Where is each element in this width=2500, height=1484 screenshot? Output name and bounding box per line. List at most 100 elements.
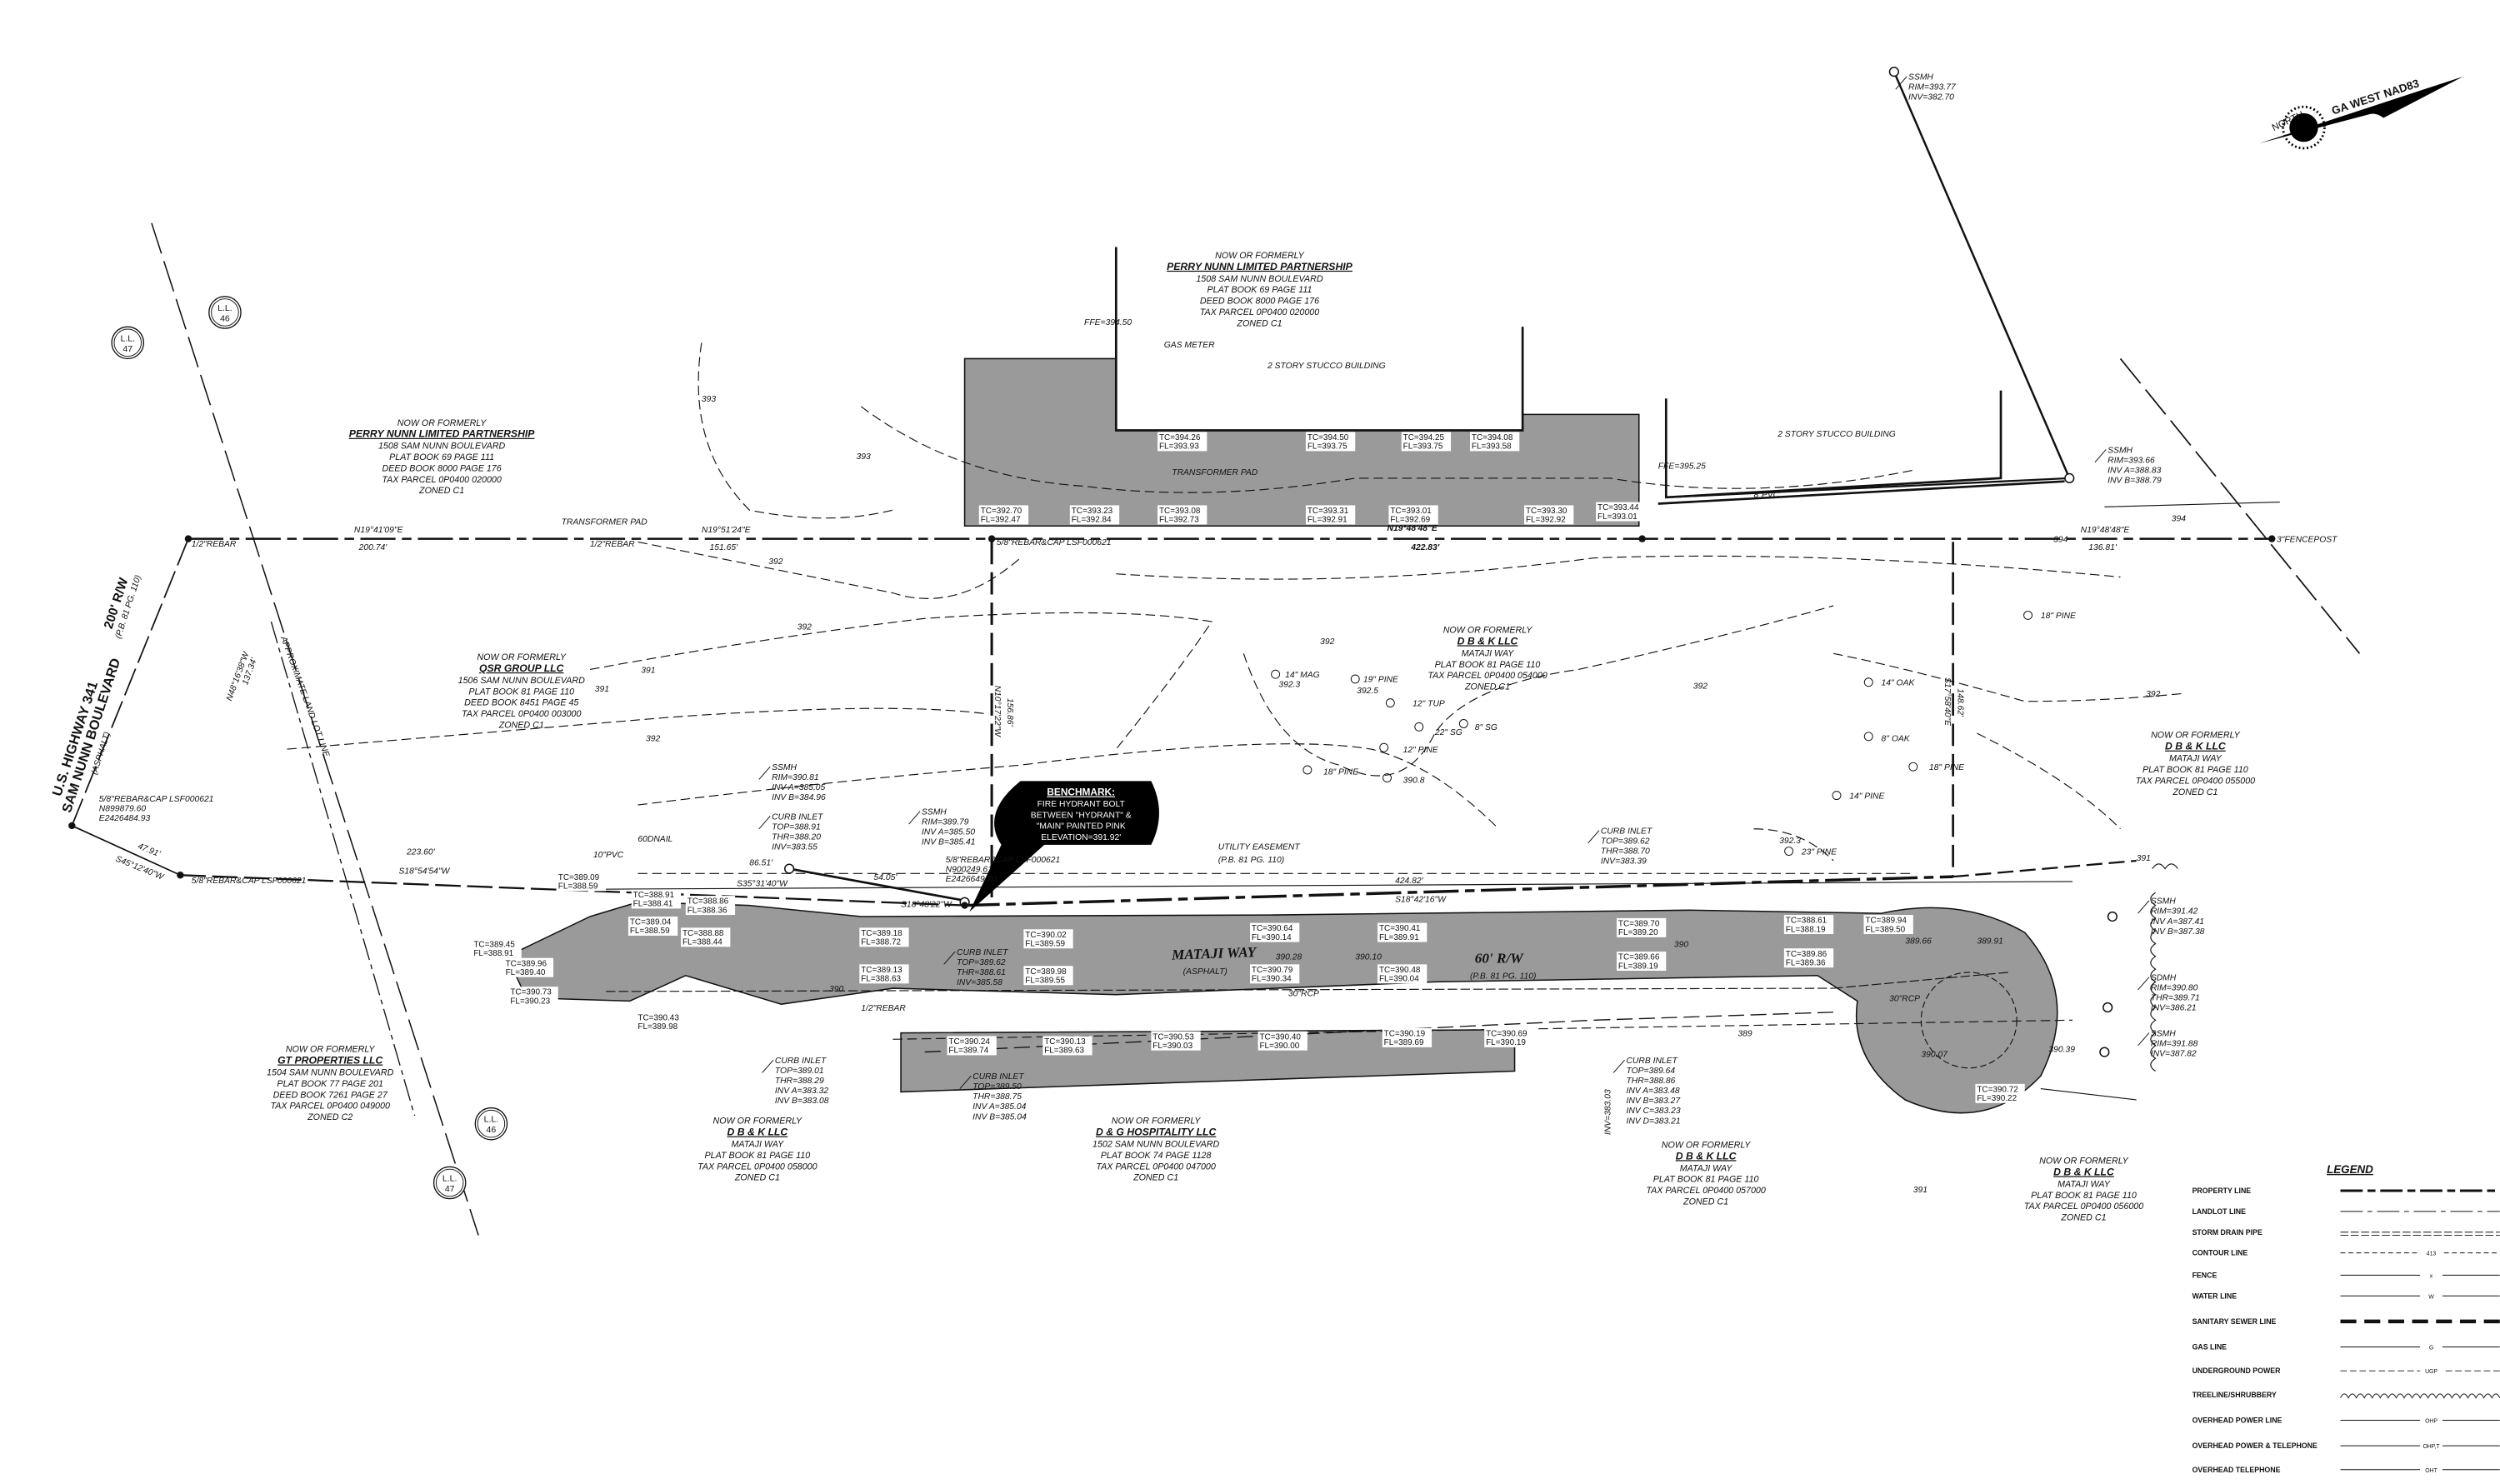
plan-annotation: 23" PINE [1801,847,1837,857]
land-lot-label: L.L. [218,303,232,313]
structure-leader [2138,1032,2150,1047]
plan-annotation: 1/2"REBAR [861,1004,906,1013]
flow-line-elevation: FL=389.55 [1025,977,1065,986]
plan-annotation: 2 STORY STUCCO BUILDING [1777,430,1896,439]
plan-annotation: 422.83' [1410,543,1440,552]
land-lot-label: L.L. [484,1115,499,1125]
plan-annotation: 392 [2146,690,2160,699]
structure-detail: RIM=390.80 [2151,984,2198,993]
plan-annotation: 392 [798,623,812,632]
legend-title: LEGEND [2327,1163,2373,1176]
structure-leader [758,766,771,780]
plan-annotation: 392.3 [1779,837,1801,846]
plan-annotation: E2426649.20 [946,875,998,884]
underground-power-line [638,872,2073,1040]
owner-detail: TAX PARCEL 0P0400 047000 [1096,1162,1215,1172]
structure-detail: INV A=383.48 [1626,1087,1679,1096]
top-of-curb-elevation: TC=393.01 [1390,507,1432,516]
plan-annotation: N899879.60 [99,805,147,814]
structure-detail: INV B=383.27 [1626,1097,1681,1106]
plan-annotation: 389.66 [1905,937,1932,946]
structure-detail: RIM=391.88 [2151,1039,2198,1048]
owner-detail: ZONED C1 [2060,1213,2106,1223]
top-of-curb-elevation: TC=389.98 [1025,967,1067,977]
flow-line-elevation: FL=390.04 [1379,975,1419,984]
spot-elevation-box [1250,922,1300,942]
legend-symbol-tag: UGP [2425,1369,2438,1375]
spot-elevation-box [1042,1036,1092,1056]
north-arrow-needle [2258,76,2463,144]
structure-type: CURB INLET [957,948,1008,957]
spot-elevation-box [1616,917,1667,937]
legend-label: FENCE [2192,1271,2218,1279]
plan-annotation: TRANSFORMER PAD [1172,468,1258,477]
top-of-curb-elevation: TC=390.72 [1977,1085,2018,1094]
owner-detail: PLAT BOOK 69 PAGE 111 [1208,285,1312,295]
legend-symbol-tag: OHT [2425,1468,2438,1474]
flow-line-elevation: FL=388.91 [473,949,513,958]
top-of-curb-elevation: TC=390.24 [948,1037,990,1047]
owner-detail: MATAJI WAY [2058,1179,2111,1189]
structure-detail: THR=388.61 [957,968,1006,977]
owner-detail: TAX PARCEL 0P0400 003000 [462,709,581,719]
owner-prefix: NOW OR FORMERLY [477,652,567,662]
cul-de-sac-island [1920,972,2018,1069]
top-parking-paving [963,357,1640,527]
structure-leader [1895,76,1908,90]
plan-annotation: 8" SG [1475,723,1498,732]
plan-annotation: 18" PINE [1929,763,1964,772]
owner-detail: 1504 SAM NUNN BOULEVARD [267,1068,394,1078]
flow-line-elevation: FL=390.14 [1252,933,1292,942]
building-outline-top [1114,247,1524,432]
top-of-curb-elevation: TC=393.23 [1072,507,1113,516]
structure-detail: THR=389.71 [2151,994,2200,1003]
top-of-curb-elevation: TC=392.70 [981,507,1022,516]
structure-detail: INV A=387.41 [2151,917,2204,927]
flow-line-elevation: FL=392.73 [1159,516,1199,525]
spot-elevation-box [1469,432,1520,452]
plan-annotation: 2 STORY STUCCO BUILDING [1267,362,1386,371]
top-of-curb-elevation: TC=388.88 [682,929,724,938]
flow-line-elevation: FL=392.47 [981,516,1021,525]
tree-icon [1908,762,1918,772]
legend-item: TREELINE/SHRUBBERY [2192,1391,2500,1399]
plan-annotation: UTILITY EASEMENT [1218,843,1301,852]
owner-detail: 1506 SAM NUNN BOULEVARD [458,676,586,686]
plan-annotation: 151.65' [709,543,738,552]
structure-detail: INV C=383.23 [1626,1107,1680,1116]
sanitary-sewer-line [788,480,2065,902]
structure-type: SSMH [772,763,797,772]
benchmark-title: BENCHMARK: [1047,787,1115,798]
spot-elevation-box [1023,966,1073,986]
flow-line-elevation: FL=393.75 [1308,442,1348,452]
owner-detail: PLAT BOOK 77 PAGE 201 [277,1079,383,1089]
plan-annotation: TRANSFORMER PAD [562,517,648,527]
plan-annotation: 391 [2137,854,2151,863]
structure-type: SSMH [2108,446,2132,455]
spot-elevation-box [1378,964,1428,984]
top-of-curb-elevation: TC=390.19 [1384,1029,1426,1038]
north-arrow-compass-icon [2289,112,2318,142]
flow-line-elevation: FL=388.63 [861,975,901,984]
structure-detail: INV B=388.79 [2108,476,2162,485]
spot-elevation-box [508,987,558,1007]
plan-annotation: 390.39 [2048,1046,2075,1055]
top-of-curb-elevation: TC=393.31 [1308,507,1349,516]
structure-type: SSMH [1908,73,1933,82]
plan-annotation: 12" PINE [1403,746,1438,755]
owner-detail: DEED BOOK 8000 PAGE 176 [1200,297,1319,307]
property-corner-pin-icon [184,535,192,542]
structure-detail: TOP=389.62 [1601,837,1650,847]
top-of-curb-elevation: TC=389.09 [558,873,600,882]
structure-detail: THR=388.20 [772,832,821,842]
